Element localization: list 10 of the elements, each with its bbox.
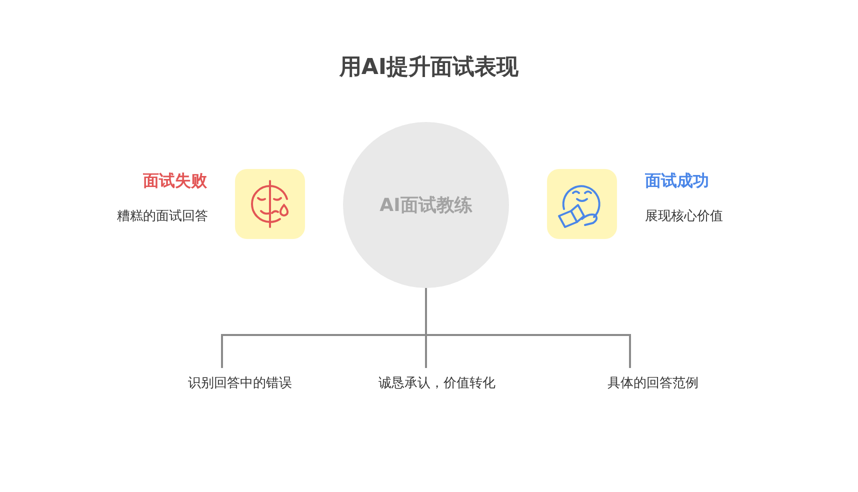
description: 糟糕的面试回答 — [117, 208, 208, 226]
title: 用AI提升面试表现 — [339, 54, 519, 82]
heading: 面试失败 — [143, 170, 207, 192]
branch-text: 诚恳承认，价值转化 — [378, 368, 496, 392]
branch-text: 具体的回答范例 — [608, 368, 698, 392]
heading: 面试成功 — [645, 170, 709, 192]
circle-node: AI面试教练 — [343, 122, 509, 288]
description: 展现核心价值 — [645, 208, 723, 226]
branch-text: 识别回答中的错误 — [188, 368, 292, 392]
connector-line — [425, 288, 631, 368]
